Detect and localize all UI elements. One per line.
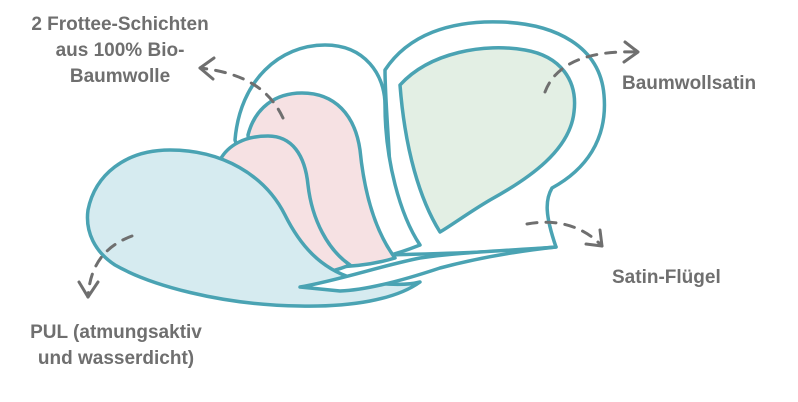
frottee-arrowhead	[198, 56, 216, 81]
label-baumwollsatin: Baumwollsatin	[622, 73, 757, 94]
outline-group	[85, 20, 607, 308]
label-frottee-layers: 2 Frottee-Schichten aus 100% Bio- Baumwo…	[0, 12, 240, 90]
label-frottee-line-3: Baumwolle	[69, 66, 171, 87]
label-satin-fluegel: Satin-Flügel	[612, 267, 721, 288]
label-pul-line-2: und wasserdicht)	[37, 348, 195, 369]
arrow-group	[77, 40, 640, 299]
label-frottee-line-2: aus 100% Bio-	[55, 40, 185, 61]
pul-arrowhead	[77, 280, 100, 299]
wings-arrowhead	[584, 228, 604, 248]
pul-layer	[85, 148, 422, 308]
label-pul-line-1: PUL (atmungsaktiv	[30, 322, 202, 343]
label-frottee-line-1: 2 Frottee-Schichten	[31, 14, 209, 35]
satin-top-layer	[398, 46, 577, 234]
satin-arrow-line	[543, 50, 640, 94]
pul-arrow-line	[86, 234, 134, 299]
label-pul: PUL (atmungsaktiv und wasserdicht)	[0, 320, 232, 372]
satin-arrowhead	[622, 40, 640, 64]
wings-arrow-line	[525, 220, 604, 248]
frottee-arrow-line	[198, 66, 285, 120]
base-strip	[298, 245, 558, 293]
